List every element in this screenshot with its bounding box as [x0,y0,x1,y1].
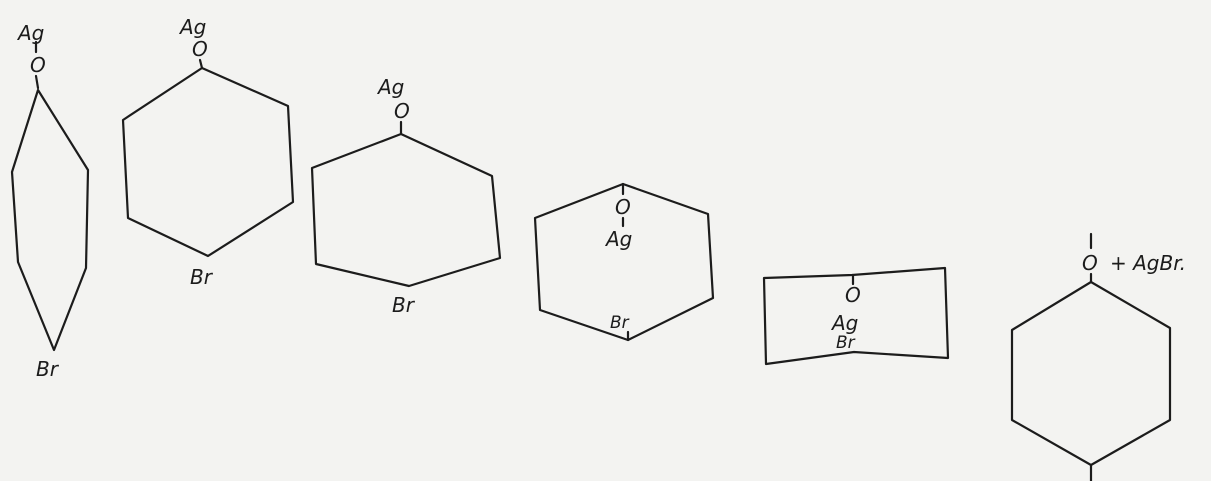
structure-3-oxygen-label: O [394,99,410,123]
structure-4-ag-label: Ag [604,227,632,251]
structure-6-product-label: + AgBr. [1110,251,1186,275]
structure-2-ring [121,66,295,258]
structure-5-ag-label: Ag [830,311,858,335]
structure-1-ag-label: Ag [16,21,44,45]
structure-5-oxygen-label: O [845,283,861,307]
structure-5: O Ag Br [762,266,950,366]
structure-4-oxygen-label: O [615,195,631,219]
structure-6: O + AgBr. [1010,232,1186,481]
structure-3-ag-label: Ag [376,75,404,99]
structure-1: Ag O Br [10,21,90,381]
structure-2-ag-label: Ag [178,15,206,39]
structure-1-bond-line [34,74,40,90]
structure-5-ring [762,266,950,366]
structure-2: Ag O Br [121,15,295,289]
structure-2-br-label: Br [190,265,214,289]
structure-2-bond-line [198,58,204,70]
structure-4: O Ag Br [533,182,715,342]
structure-3-br-label: Br [392,293,416,317]
structure-6-oxygen-label: O [1082,251,1098,275]
structure-6-ring [1010,280,1172,467]
structure-2-oxygen-label: O [192,37,208,61]
structure-1-br-label: Br [36,357,60,381]
structure-3: Ag O Br [310,75,502,317]
structure-1-oxygen-label: O [30,53,46,77]
structure-3-ring [310,132,502,288]
structure-1-ring [10,88,90,352]
structure-4-br-label: Br [610,313,630,333]
structure-5-br-label: Br [836,333,856,353]
